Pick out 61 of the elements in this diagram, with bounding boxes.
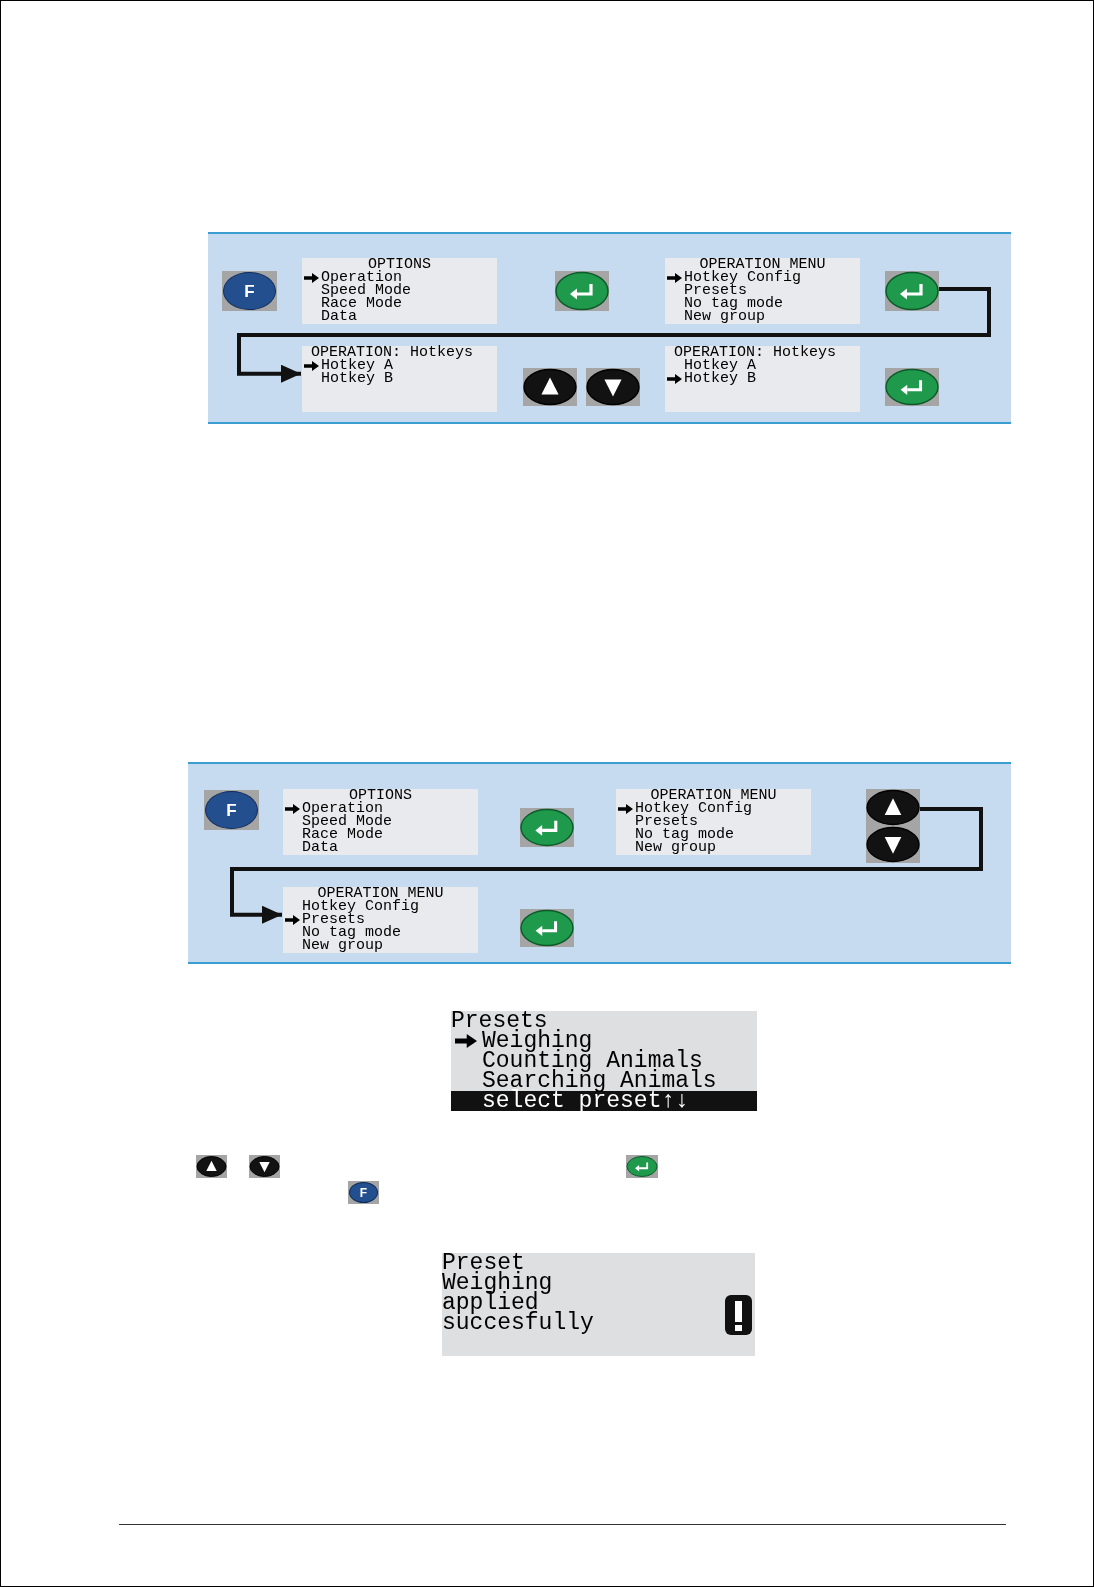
lcd-screen <box>665 258 860 324</box>
menu-item: New group <box>635 841 716 854</box>
lcd-screen <box>302 346 497 412</box>
screen-title: OPERATION MENU <box>650 789 777 802</box>
menu-item: Data <box>302 841 338 854</box>
instruction-panel <box>188 762 1011 964</box>
enter-key-icon <box>520 808 574 847</box>
menu-item: Hotkey Config <box>302 900 420 913</box>
lcd-screen <box>283 789 478 855</box>
screen-title: OPERATION MENU <box>317 887 444 900</box>
lcd-screen <box>302 258 497 324</box>
status-message: Preset Weighing applied succesfully <box>442 1253 595 1333</box>
lcd-screen <box>283 887 478 953</box>
menu-item: Operation <box>321 271 402 284</box>
enter-key-icon <box>885 368 939 406</box>
menu-item: New group <box>302 939 383 952</box>
menu-item: Hotkey B <box>684 372 756 385</box>
enter-key-icon <box>520 909 574 947</box>
menu-item: Presets <box>635 815 698 828</box>
lcd-screen <box>451 1011 757 1111</box>
menu-item: Searching Animals <box>482 1071 717 1091</box>
lcd-screen <box>442 1253 755 1356</box>
menu-item: Operation <box>302 802 383 815</box>
function-key: F <box>222 271 277 311</box>
menu-item: Hotkey A <box>684 359 756 372</box>
function-key: F <box>204 790 259 830</box>
menu-item: Hotkey Config <box>635 802 753 815</box>
menu-item: Hotkey B <box>321 372 393 385</box>
enter-key-icon <box>555 271 609 311</box>
screen-title: OPTIONS <box>368 258 431 271</box>
menu-item: Speed Mode <box>302 815 392 828</box>
hint-bar: select preset↑↓ <box>451 1091 757 1111</box>
menu-item: Hotkey Config <box>684 271 802 284</box>
menu-item: Presets <box>684 284 747 297</box>
menu-item: Speed Mode <box>321 284 411 297</box>
function-key: F <box>348 1181 379 1204</box>
menu-item: Race Mode <box>321 297 402 310</box>
lcd-screen <box>616 789 811 855</box>
menu-item: No tag mode <box>635 828 735 841</box>
screen-title: OPERATION: Hotkeys <box>311 346 474 359</box>
flow-arrow <box>230 807 983 924</box>
up-arrow-key-icon <box>196 1155 227 1178</box>
flow-arrow <box>237 287 991 383</box>
menu-item: Race Mode <box>302 828 383 841</box>
lcd-screen <box>665 346 860 412</box>
menu-item: Weighing <box>482 1031 593 1051</box>
menu-item: Presets <box>302 913 365 926</box>
menu-item: No tag mode <box>684 297 784 310</box>
down-arrow-key-icon <box>586 368 640 406</box>
enter-key-icon <box>885 271 939 311</box>
instruction-panel <box>208 232 1011 424</box>
enter-key-icon <box>626 1155 658 1178</box>
screen-title: OPERATION MENU <box>699 258 826 271</box>
screen-title: OPERATION: Hotkeys <box>674 346 837 359</box>
menu-item: Hotkey A <box>321 359 393 372</box>
up-arrow-key-icon <box>523 368 577 406</box>
menu-item: New group <box>684 310 765 323</box>
menu-item: No tag mode <box>302 926 402 939</box>
down-arrow-key-icon <box>249 1155 280 1178</box>
menu-item: Data <box>321 310 357 323</box>
screen-title: OPTIONS <box>349 789 412 802</box>
